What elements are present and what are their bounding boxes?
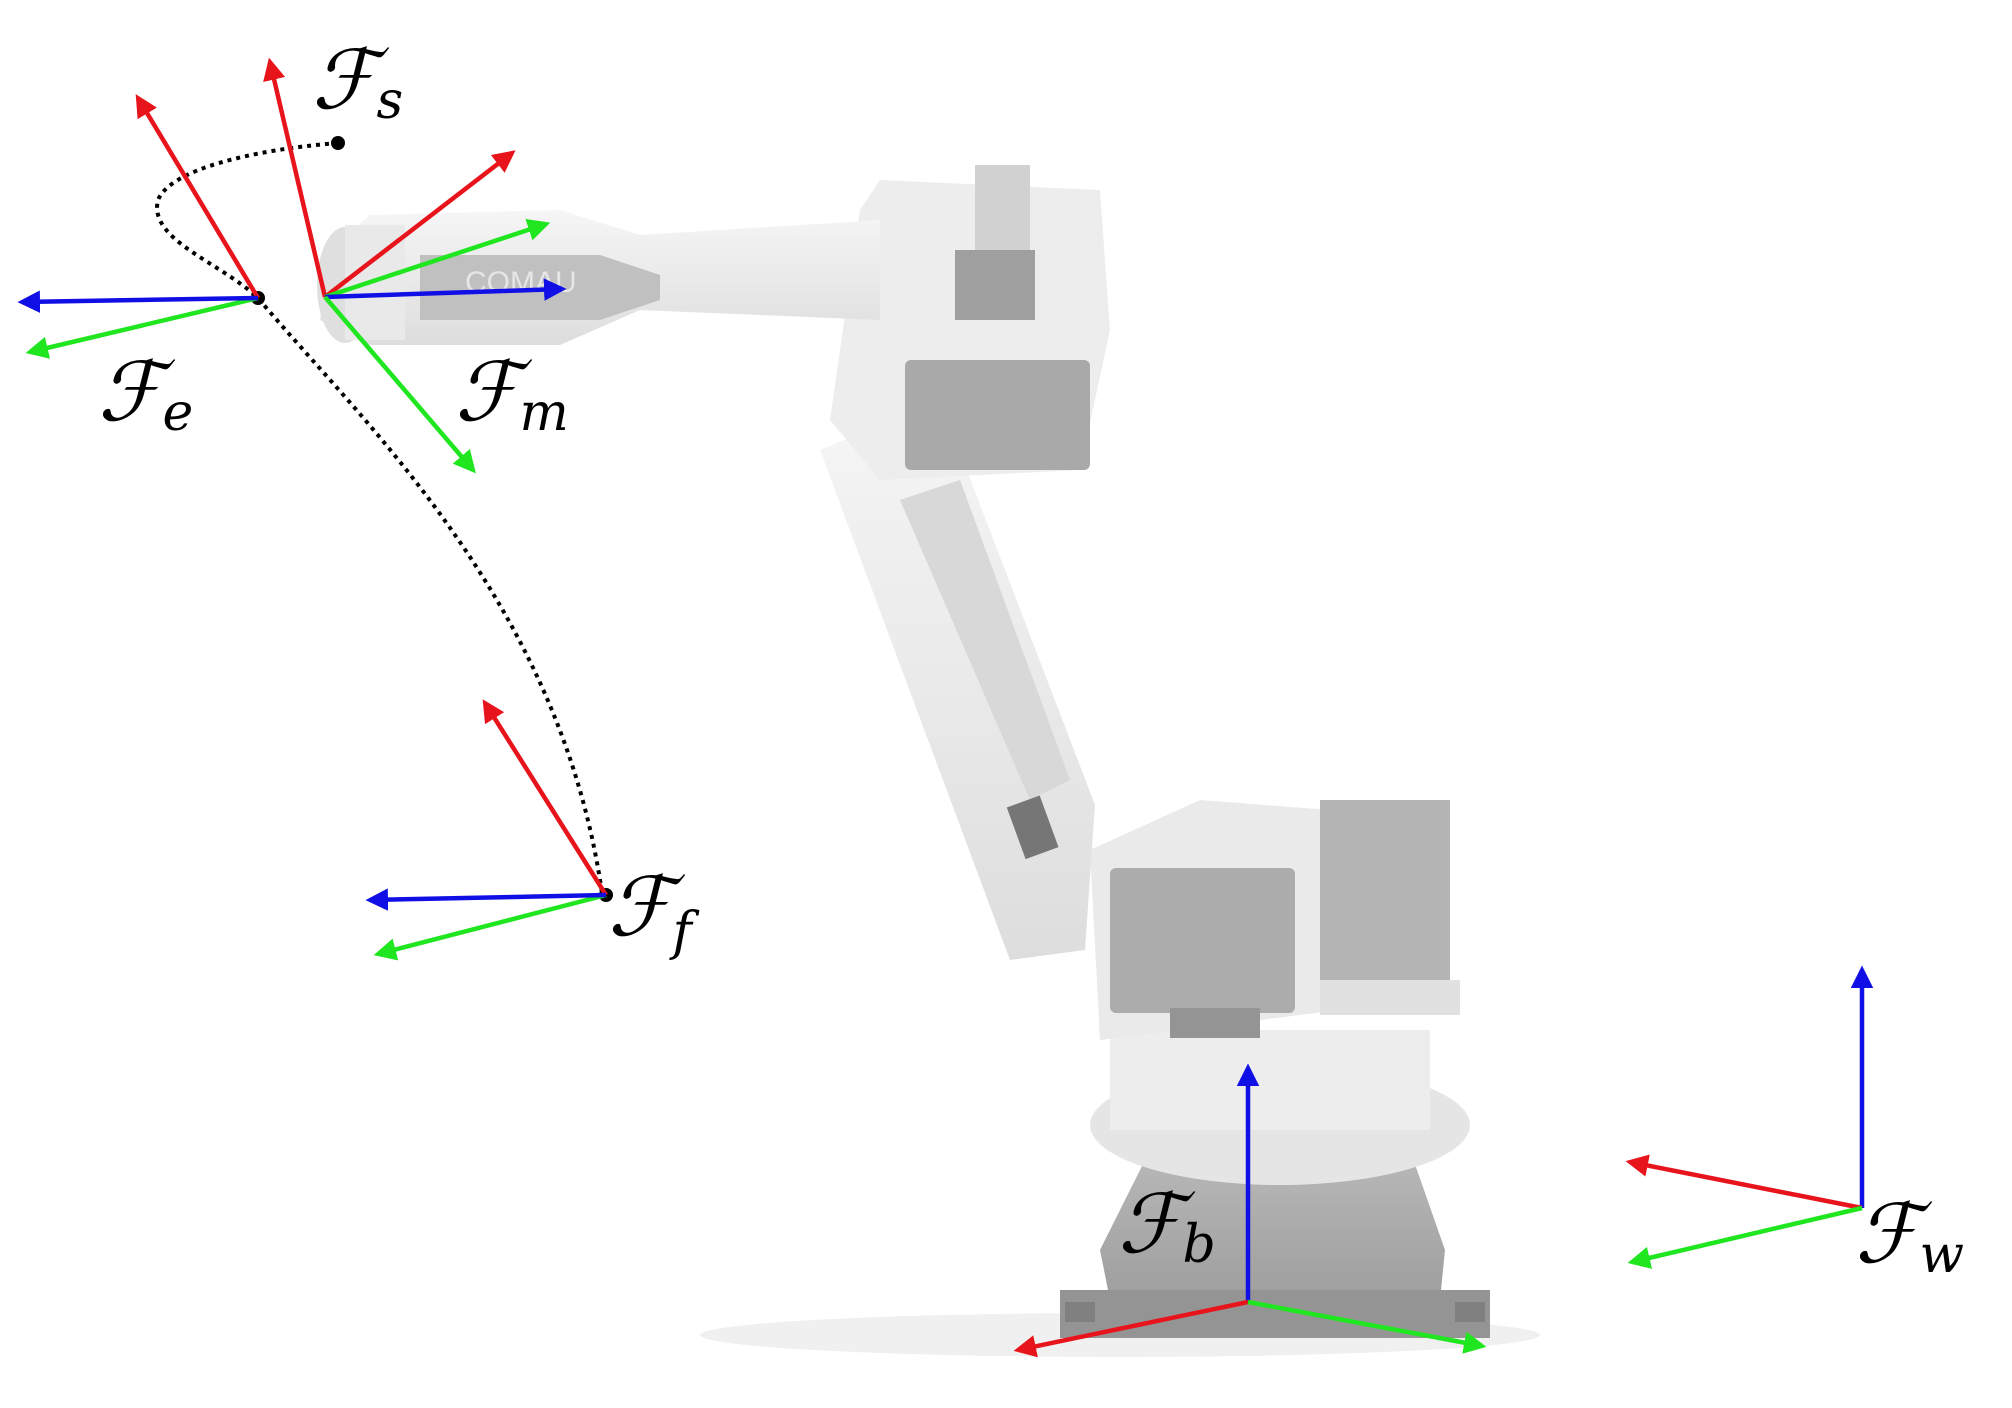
frame-w-x-axis <box>1625 1154 1863 1211</box>
frame-b-y-axis <box>1247 1299 1487 1354</box>
base-bolt <box>1455 1302 1485 1322</box>
elbow-motor <box>905 360 1090 470</box>
frame-label-w: ℱw <box>1855 1187 1964 1285</box>
frame-f-z-axis <box>365 888 607 911</box>
frame-b-x-axis <box>1013 1299 1249 1358</box>
frame-b-axes <box>1013 1063 1487 1358</box>
base-bolt <box>1065 1302 1095 1322</box>
robot-arm: COMAU <box>317 165 1540 1357</box>
frame-m-y-axis <box>324 218 551 300</box>
trajectory-start-point <box>331 136 345 150</box>
frame-label-m: ℱm <box>455 345 569 443</box>
frame-f-axes <box>365 699 608 961</box>
front-motor <box>1110 868 1295 1013</box>
elbow-motor-small <box>955 250 1035 320</box>
frame-f-y-axis <box>373 892 607 961</box>
frame-axes <box>17 57 1874 1358</box>
frame-m-z-axis <box>324 278 567 301</box>
frame-f-x-axis <box>482 699 608 897</box>
front-motor-flange <box>1170 1008 1260 1038</box>
frame-w-axes <box>1625 965 1874 1269</box>
turntable-body <box>1110 1030 1430 1130</box>
shoulder-motor <box>1320 800 1450 985</box>
frame-s-x-axis <box>263 57 328 298</box>
frame-m-axes <box>323 150 567 474</box>
frame-label-e: ℱe <box>98 345 193 443</box>
frame-e-z-axis <box>17 290 259 313</box>
frame-e-x-axis <box>135 94 260 300</box>
robot-base-pedestal <box>1100 1150 1445 1300</box>
frame-w-y-axis <box>1627 1205 1863 1269</box>
frame-e-y-axis <box>25 295 259 359</box>
arm-clamp <box>1006 795 1059 860</box>
frame-label-f: ℱf <box>608 860 699 962</box>
brand-text: COMAU <box>465 266 577 299</box>
frame-m-x-axis <box>323 150 516 299</box>
frame-m-y2-axis <box>323 295 476 474</box>
motor-mount <box>1320 980 1460 1015</box>
frame-label-b: ℱb <box>1118 1177 1216 1275</box>
lower-arm-rib <box>900 480 1070 800</box>
frame-label-s: ℱs <box>312 33 403 131</box>
robot-base-foot <box>1060 1290 1490 1338</box>
frame-s-axes <box>263 57 328 298</box>
frame-e-axes <box>17 94 260 359</box>
